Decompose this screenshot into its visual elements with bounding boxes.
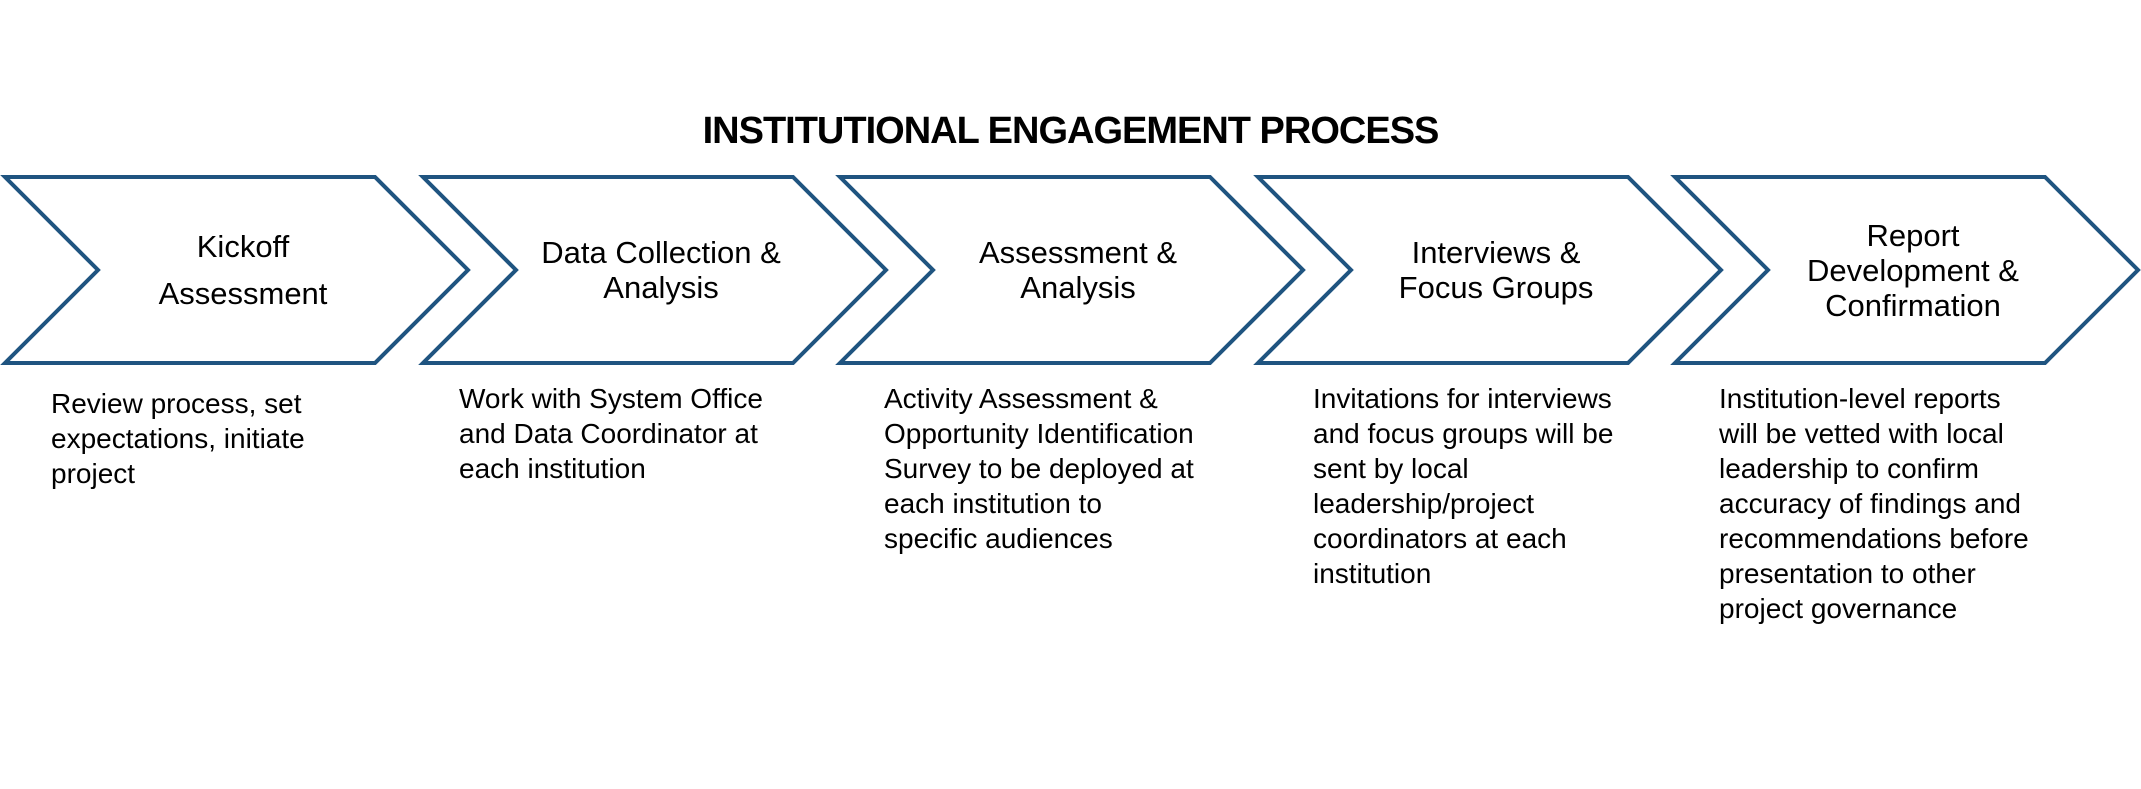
step-3-chevron (835, 175, 1306, 365)
step-5-label: Report Development & Confirmation (1768, 175, 2058, 365)
step-1-chevron (0, 175, 471, 365)
step-4-description-line: sent by local (1313, 453, 1469, 484)
step-3-label: Assessment & Analysis (933, 175, 1223, 365)
step-4-chevron (1253, 175, 1724, 365)
step-4-description-line: coordinators at each (1313, 523, 1567, 554)
step-3-description: Activity Assessment & Opportunity Identi… (884, 381, 1194, 556)
step-2-chevron (418, 175, 889, 365)
step-1-description-line: expectations, initiate (51, 423, 305, 454)
step-5-description-line: recommendations before (1719, 523, 2029, 554)
step-2-label: Data Collection & Analysis (516, 175, 806, 365)
step-4-description-line: leadership/project (1313, 488, 1535, 519)
step-5-chevron (1670, 175, 2141, 365)
step-2-description-line: each institution (459, 453, 646, 484)
step-4-label-line: Interviews & (1411, 235, 1581, 270)
step-5-description: Institution-level reports will be vetted… (1719, 381, 2029, 626)
step-5-label-line: Development & (1807, 252, 2019, 288)
step-2-label-line: Analysis (603, 270, 719, 305)
step-3-description-line: specific audiences (884, 523, 1113, 554)
diagram-title: INSTITUTIONAL ENGAGEMENT PROCESS (702, 110, 1440, 152)
step-4-description: Invitations for interviews and focus gro… (1313, 381, 1613, 591)
step-2-description-line: Work with System Office (459, 383, 763, 414)
step-5-description-line: leadership to confirm (1719, 453, 1979, 484)
step-1-description-line: project (51, 458, 136, 489)
step-5-description-line: Institution-level reports (1719, 383, 2001, 414)
step-4-label-line: Focus Groups (1398, 270, 1594, 305)
step-3-label-line: Assessment & (978, 235, 1178, 270)
step-1-description-line: Review process, set (51, 388, 302, 419)
step-5-description-line: presentation to other (1719, 558, 1976, 589)
step-2-description: Work with System Office and Data Coordin… (459, 381, 763, 486)
step-4-description-line: and focus groups will be (1313, 418, 1614, 449)
step-4-label: Interviews & Focus Groups (1351, 175, 1641, 365)
step-3-description-line: Opportunity Identification (884, 418, 1194, 449)
step-4-description-line: Invitations for interviews (1313, 383, 1612, 414)
step-5-description-line: will be vetted with local (1719, 418, 2004, 449)
step-1-label-line: Assessment (158, 276, 328, 311)
step-2-description-line: and Data Coordinator at (459, 418, 758, 449)
step-5-label-line: Confirmation (1825, 287, 2001, 323)
step-1-label: Kickoff Assessment (98, 175, 388, 365)
step-4-description-line: institution (1313, 558, 1432, 589)
step-3-label-line: Analysis (1020, 270, 1136, 305)
step-2-label-line: Data Collection & (541, 235, 781, 270)
step-3-description-line: Survey to be deployed at (884, 453, 1194, 484)
step-5-description-line: accuracy of findings and (1719, 488, 2021, 519)
step-3-description-line: each institution to (884, 488, 1102, 519)
step-1-description: Review process, set expectations, initia… (51, 386, 305, 491)
step-5-label-line: Report (1866, 217, 1960, 253)
step-1-label-line: Kickoff (196, 229, 290, 264)
step-3-description-line: Activity Assessment & (884, 383, 1158, 414)
step-5-description-line: project governance (1719, 593, 1958, 624)
